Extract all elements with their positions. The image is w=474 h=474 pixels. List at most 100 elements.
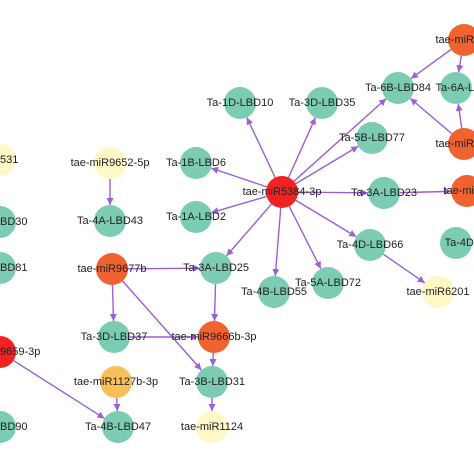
edge-n_top_mir-n_6B84: [410, 48, 452, 80]
edge-n_3A23-n_right_mir2: [399, 188, 452, 196]
edge-n_9666-n_3B31: [209, 352, 217, 367]
node-circle: [180, 147, 212, 179]
node-n_6201[interactable]: tae-miR6201: [407, 276, 470, 308]
node-label: Ta-4D-LBD66: [337, 239, 404, 251]
node-circle: [354, 229, 386, 261]
node-circle: [196, 411, 228, 443]
node-n_4B55[interactable]: Ta-4B-LBD55: [241, 276, 307, 308]
node-circle: [100, 366, 132, 398]
edge-n_hub-n_1A2: [211, 195, 267, 214]
node-label: tae-miR9666b-3p: [172, 331, 257, 343]
node-n_hub[interactable]: tae-miR5384-3p: [243, 176, 322, 208]
edge-n_hub-n_3A23: [297, 189, 369, 197]
node-circle: [448, 128, 474, 160]
edge-n_hub-n_5B77: [295, 145, 359, 185]
node-n_3D35[interactable]: Ta-3D-LBD35: [289, 87, 356, 119]
node-label: tae-miR: [435, 138, 474, 150]
node-n_3A25[interactable]: Ta-3A-LBD25: [183, 252, 249, 284]
node-n_3B31[interactable]: Ta-3B-LBD31: [179, 366, 245, 398]
node-n_D81[interactable]: BD81: [0, 252, 28, 284]
node-circle: [224, 87, 256, 119]
node-label: Ta-3B-LBD31: [179, 376, 245, 388]
node-n_5B77[interactable]: Ta-5B-LBD77: [339, 122, 405, 154]
node-circle: [0, 252, 16, 284]
node-n_3D37[interactable]: Ta-3D-LBD37: [81, 321, 148, 353]
node-label: tae-miR1124: [181, 421, 243, 433]
node-circle: [98, 321, 130, 353]
node-n_4D66[interactable]: Ta-4D-LBD66: [337, 229, 404, 261]
node-label: Ta-4D: [445, 237, 474, 249]
node-circle: [258, 276, 290, 308]
edge-n_4D66-n_6201: [382, 253, 426, 284]
node-label: Ta-3A-LBD23: [351, 187, 417, 199]
node-n_3A23[interactable]: Ta-3A-LBD23: [351, 177, 417, 209]
node-circle: [422, 276, 454, 308]
node-label: Ta-3D-LBD35: [289, 97, 356, 109]
node-n_9677[interactable]: tae-miR9677b: [77, 253, 147, 285]
node-label: tae-mi: [443, 185, 474, 197]
edge-n_hub-n_4B55: [272, 207, 282, 277]
node-circle: [312, 267, 344, 299]
node-circle: [0, 336, 16, 368]
node-label: Ta-6B-LBD84: [365, 82, 431, 94]
edge-n_9659-n_4B47: [13, 359, 105, 420]
node-n_right_mir2[interactable]: tae-mi: [443, 175, 474, 207]
node-circle: [94, 147, 126, 179]
node-n_5A72[interactable]: Ta-5A-LBD72: [295, 267, 361, 299]
node-label: Ta-4B-LBD47: [85, 421, 151, 433]
node-circle: [356, 122, 388, 154]
node-label: tae-miR: [435, 34, 474, 46]
node-n_9666[interactable]: tae-miR9666b-3p: [172, 321, 257, 353]
node-label: tae-miR1127b-3p: [74, 376, 158, 388]
node-label: BD81: [0, 262, 28, 274]
node-n_9652[interactable]: tae-miR9652-5p: [71, 147, 150, 179]
node-n_D30[interactable]: BD30: [0, 206, 28, 238]
edge-n_hub-n_1D10: [246, 117, 276, 178]
node-n_right_mir1[interactable]: tae-miR: [435, 128, 474, 160]
node-circle: [306, 87, 338, 119]
node-n_1B6[interactable]: Ta-1B-LBD6: [166, 147, 226, 179]
node-label: Ta-1A-LBD2: [166, 211, 226, 223]
edge-n_hub-n_5A72: [288, 205, 322, 270]
node-n_4D_right[interactable]: Ta-4D: [440, 227, 474, 259]
edge-n_3A25-n_9666: [211, 283, 219, 322]
node-n_4B47[interactable]: Ta-4B-LBD47: [85, 411, 151, 443]
node-label: BD90: [0, 421, 28, 433]
edge-n_right_mir1-n_6B84: [409, 97, 453, 135]
node-label: Ta-5B-LBD77: [339, 132, 405, 144]
edge-n_hub-n_4D66: [295, 199, 357, 238]
node-circle: [198, 321, 230, 353]
edge-n_9677-n_3B31: [122, 280, 202, 371]
node-circle: [451, 175, 474, 207]
node-n_D90[interactable]: BD90: [0, 411, 28, 443]
node-circle: [180, 201, 212, 233]
node-label: Ta-1D-LBD10: [207, 97, 274, 109]
node-circle: [102, 411, 134, 443]
node-n_4A43[interactable]: Ta-4A-LBD43: [77, 205, 143, 237]
node-n_531[interactable]: 531: [0, 144, 18, 176]
edge-n_9677-n_3A25: [127, 264, 201, 272]
edge-n_hub-n_1B6: [210, 167, 268, 188]
node-label: Ta-5A-LBD72: [295, 277, 361, 289]
node-n_1D10[interactable]: Ta-1D-LBD10: [207, 87, 274, 119]
edge-n_hub-n_3D35: [287, 117, 317, 178]
node-label: Ta-3A-LBD25: [183, 262, 249, 274]
node-n_top_mir[interactable]: tae-miR: [435, 24, 474, 56]
edge-n_top_mir-n_6A: [456, 55, 464, 73]
node-n_1127[interactable]: tae-miR1127b-3p: [74, 366, 158, 398]
node-label: Ta-4A-LBD43: [77, 215, 143, 227]
node-label: 9659-3p: [0, 346, 40, 358]
edge-n_right_mir1-n_6A: [455, 103, 463, 129]
node-n_9659[interactable]: 9659-3p: [0, 336, 40, 368]
node-n_1124[interactable]: tae-miR1124: [181, 411, 243, 443]
node-n_6B84[interactable]: Ta-6B-LBD84: [365, 72, 431, 104]
edge-n_9677-n_3D37: [109, 284, 117, 322]
node-n_6A[interactable]: Ta-6A-L: [435, 72, 474, 104]
node-circle: [0, 144, 16, 176]
edge-n_hub-n_3A25: [225, 203, 273, 257]
node-circle: [440, 72, 472, 104]
node-label: Ta-1B-LBD6: [166, 157, 226, 169]
node-n_1A2[interactable]: Ta-1A-LBD2: [166, 201, 226, 233]
node-circle: [440, 227, 472, 259]
node-circle: [200, 252, 232, 284]
